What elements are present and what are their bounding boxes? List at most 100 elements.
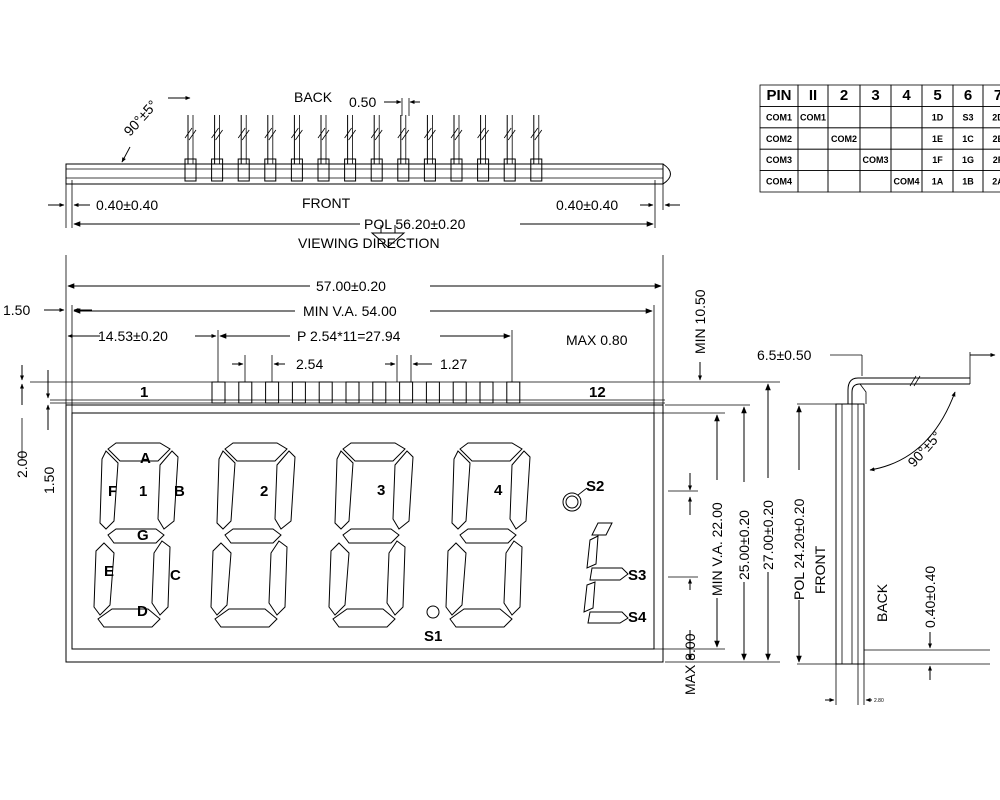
pin-pitch-dimension: 2.54 [296,356,323,372]
segment-d [332,608,396,628]
pin-table-cell [797,170,829,193]
segment-g-label: G [137,527,149,544]
max-080-label: MAX 0.80 [566,332,628,348]
right-small-dimension: 2.80 [874,698,884,704]
digit-3 [328,442,414,628]
max-800-dimension: MAX 8.00 [682,633,698,695]
front-view: 1 12 57.00±0.20 MIN V.A. 54.00 14.53±0.2… [3,255,780,695]
pin-table-cell [827,106,861,129]
segment-c-label: C [170,567,181,584]
min-1050-dimension: MIN 10.50 [692,289,708,354]
front-pin [452,381,467,404]
digit-4 [445,442,531,628]
segment-f [334,450,354,530]
right-angle-label: 90°±5° [904,428,944,470]
top-gap2-dimension: 1.50 [41,467,57,494]
right-side-view: 6.5±0.50 90°±5° POL 24.20±0.20 FRONT BAC… [757,347,996,705]
side-pin-clip [503,158,516,182]
segment-f-label: F [108,483,117,500]
pin-table-value: 1C [962,134,974,144]
s1-label: S1 [424,628,442,645]
right-front-label: FRONT [812,545,828,594]
pin-table-cell [890,148,923,171]
first-pin-offset-dimension: 14.53±0.20 [98,328,168,344]
front-pin [399,381,414,404]
side-pin-clip [530,158,543,182]
side-pin-clip [370,158,383,182]
side-pin-group [184,115,543,182]
side-angle-label: 90°±5° [120,97,160,139]
s3-label: S3 [628,567,646,584]
pin-table-cell [827,148,861,171]
pin-thickness-label: 0.50 [349,94,376,110]
front-pin [372,381,387,404]
e-symbol-icon [583,522,629,624]
digit-2 [210,442,296,628]
side-pin-clip [264,158,277,182]
segment-g [107,528,165,544]
segment-c [151,540,171,616]
side-pin-clip [211,158,224,182]
pin-table-value: COM1 [800,112,826,122]
side-pol-dimension: POL 56.20±0.20 [364,216,466,232]
side-back-label: BACK [294,89,333,105]
pin-table-value: 2A [992,177,1000,187]
segment-g [224,528,282,544]
viewing-area-outline [71,412,655,650]
segment-d [214,608,278,628]
pin-table-cell [797,127,829,150]
front-pin [291,381,306,404]
digit-1 [93,442,179,628]
segment-b-label: B [174,483,185,500]
top-gap-dimension: 2.00 [14,451,30,478]
front-pin [506,381,521,404]
pin-table-value: COM4 [893,177,919,187]
segment-a-label: A [140,450,151,467]
s2-label: S2 [586,478,604,495]
side-pin-clip [344,158,357,182]
segment-e [93,542,115,616]
side-front-label: FRONT [302,195,351,211]
pin-table-value: COM2 [831,134,857,144]
pin-table-value: COM3 [862,155,888,165]
side-pin-clip [290,158,303,182]
pin-table-cell [890,127,923,150]
segment-f [451,450,471,530]
front-pin [425,381,440,404]
min-va-width-dimension: MIN V.A. 54.00 [303,303,397,319]
segment-d [97,608,161,628]
front-pin [479,381,494,404]
side-pin-clip [397,158,410,182]
pin-12-label: 12 [589,384,606,401]
front-pin-group [211,381,521,404]
pin-table-value: 2F [993,155,1000,165]
segment-d [449,608,513,628]
pin-table-value: COM4 [766,177,792,187]
pin-table-cell [797,148,829,171]
side-right-offset: 0.40±0.40 [556,197,618,213]
segment-d-label: D [137,603,148,620]
right-pin-bend [847,377,970,404]
segment-a [459,442,523,462]
side-pin-clip [317,158,330,182]
segment-g [342,528,400,544]
pin-assignment-table: PINII234567COM1COM11DS32DCOM2COM21E1C2EC… [759,84,1000,193]
pin-table-value: 1A [932,177,944,187]
side-pin-clip [477,158,490,182]
pin-table-cell [827,170,861,193]
segment-b [392,450,414,530]
digit-3-label: 3 [377,482,385,499]
segment-c [386,540,406,616]
segment-b [157,450,179,530]
right-glass-outline [835,403,865,665]
segment-a [342,442,406,462]
pin-table-header: 6 [964,87,972,104]
pin-table-value: 2D [992,112,1000,122]
pin-table-value: S3 [962,112,973,122]
pin-table-value: 1E [932,134,943,144]
segment-c [268,540,288,616]
pin-table-value: 1B [962,177,974,187]
pin-table-cell [890,106,923,129]
pin-table-value: 1G [962,155,974,165]
